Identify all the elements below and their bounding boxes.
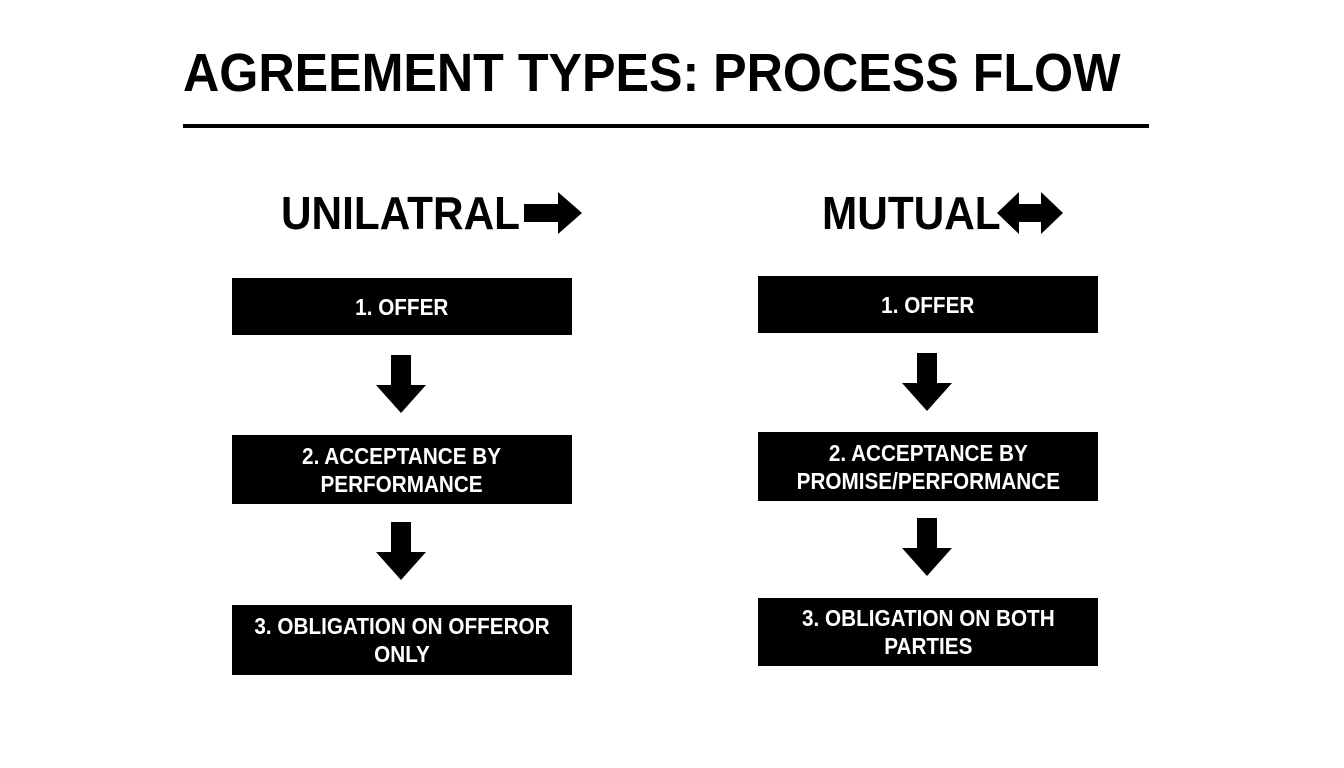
unilateral-step-acceptance-label: 2. ACCEPTANCE BY PERFORMANCE <box>302 442 502 497</box>
mutual-heading-label: MUTUAL <box>822 187 1001 239</box>
mutual-step-offer: 1. OFFER <box>758 276 1098 333</box>
mutual-step-acceptance: 2. ACCEPTANCE BY PROMISE/PERFORMANCE <box>758 432 1098 501</box>
mutual-step-offer-label: 1. OFFER <box>881 291 975 318</box>
mutual-step-obligation-label: 3. OBLIGATION ON BOTH PARTIES <box>801 605 1055 659</box>
unilateral-heading: UNILATRAL <box>281 185 541 241</box>
unilateral-heading-label: UNILATRAL <box>281 187 520 239</box>
arrow-left-right-icon <box>997 192 1063 239</box>
unilateral-step-obligation: 3. OBLIGATION ON OFFEROR ONLY <box>232 605 572 675</box>
page-title: AGREEMENT TYPES: PROCESS FLOW <box>183 43 1121 103</box>
mutual-step-obligation: 3. OBLIGATION ON BOTH PARTIES <box>758 598 1098 666</box>
arrow-down-icon <box>376 355 426 413</box>
unilateral-step-obligation-label: 3. OBLIGATION ON OFFEROR ONLY <box>254 613 550 667</box>
unilateral-step-offer: 1. OFFER <box>232 278 572 335</box>
arrow-down-icon <box>902 353 952 411</box>
title-divider <box>183 124 1149 128</box>
mutual-heading: MUTUAL <box>822 185 1016 241</box>
arrow-down-icon <box>376 522 426 580</box>
unilateral-step-offer-label: 1. OFFER <box>355 293 449 320</box>
arrow-right-icon <box>524 192 582 239</box>
mutual-step-acceptance-label: 2. ACCEPTANCE BY PROMISE/PERFORMANCE <box>796 439 1060 494</box>
unilateral-step-acceptance: 2. ACCEPTANCE BY PERFORMANCE <box>232 435 572 504</box>
arrow-down-icon <box>902 518 952 576</box>
